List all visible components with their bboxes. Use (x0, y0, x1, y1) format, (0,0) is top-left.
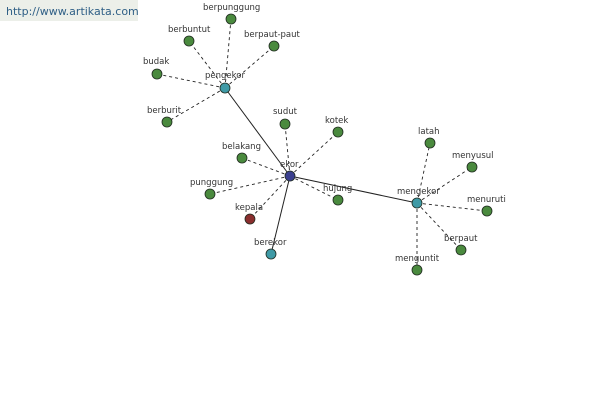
node-label-mengekor: mengekor (397, 187, 440, 197)
source-url-banner[interactable]: http://www.artikata.com (0, 0, 139, 21)
node-kotek[interactable] (332, 126, 344, 138)
node-label-berpaut: berpaut (444, 234, 478, 244)
edge-pengekor-berbuntut (188, 40, 226, 89)
node-label-berbuntut: berbuntut (168, 25, 211, 35)
node-label-menguntit: menguntit (395, 254, 440, 264)
node-menguntit[interactable] (411, 264, 423, 276)
node-label-budak: budak (143, 57, 169, 67)
edge-ekor-mengekor (289, 175, 418, 204)
node-label-menyusul: menyusul (452, 151, 494, 161)
node-label-punggung: punggung (190, 178, 233, 188)
node-berekor[interactable] (265, 248, 277, 260)
edge-ekor-kotek (289, 131, 339, 177)
edges-layer (156, 18, 488, 270)
node-kepala[interactable] (244, 213, 256, 225)
edge-pengekor-berpaut-paut (224, 45, 275, 89)
node-menuruti[interactable] (481, 205, 493, 217)
labels-layer: ekor pengekor mengekor berekor berpunggung be… (143, 3, 506, 264)
edge-ekor-sudut (284, 123, 291, 177)
node-berpaut[interactable] (455, 244, 467, 256)
node-berpaut-paut[interactable] (268, 40, 280, 52)
node-belakang[interactable] (236, 152, 248, 164)
node-label-berburit: berburit (147, 106, 182, 116)
node-sudut[interactable] (279, 118, 291, 130)
node-menyusul[interactable] (466, 161, 478, 173)
node-label-sudut: sudut (273, 107, 298, 117)
node-berburit[interactable] (161, 116, 173, 128)
node-label-berpunggung: berpunggung (203, 3, 260, 13)
node-berpunggung[interactable] (225, 13, 237, 25)
edge-ekor-hujung (289, 175, 339, 201)
node-label-latah: latah (418, 127, 440, 137)
node-label-pengekor: pengekor (205, 71, 245, 81)
node-label-kotek: kotek (325, 116, 348, 126)
node-label-ekor: ekor (280, 160, 299, 170)
node-budak[interactable] (151, 68, 163, 80)
node-label-belakang: belakang (222, 142, 261, 152)
node-mengekor[interactable] (411, 197, 423, 209)
node-label-kepala: kepala (235, 203, 263, 213)
node-latah[interactable] (424, 137, 436, 149)
edge-ekor-belakang (241, 157, 291, 177)
node-label-menuruti: menuruti (467, 195, 506, 205)
node-label-hujung: hujung (323, 184, 352, 194)
node-label-berekor: berekor (254, 238, 287, 248)
edge-mengekor-latah (416, 142, 431, 204)
node-punggung[interactable] (204, 188, 216, 200)
node-berbuntut[interactable] (183, 35, 195, 47)
node-pengekor[interactable] (219, 82, 231, 94)
edge-ekor-berekor (270, 175, 291, 255)
edge-ekor-punggung (209, 175, 291, 195)
node-label-berpaut-paut: berpaut-paut (244, 30, 301, 40)
node-ekor[interactable] (284, 170, 296, 182)
node-hujung[interactable] (332, 194, 344, 206)
edge-ekor-pengekor (224, 87, 291, 177)
nodes-layer (151, 13, 493, 276)
edge-pengekor-berburit (166, 87, 226, 123)
edge-ekor-kepala (249, 175, 291, 220)
edge-mengekor-berpaut (416, 202, 462, 251)
edge-mengekor-menyusul (416, 166, 473, 204)
